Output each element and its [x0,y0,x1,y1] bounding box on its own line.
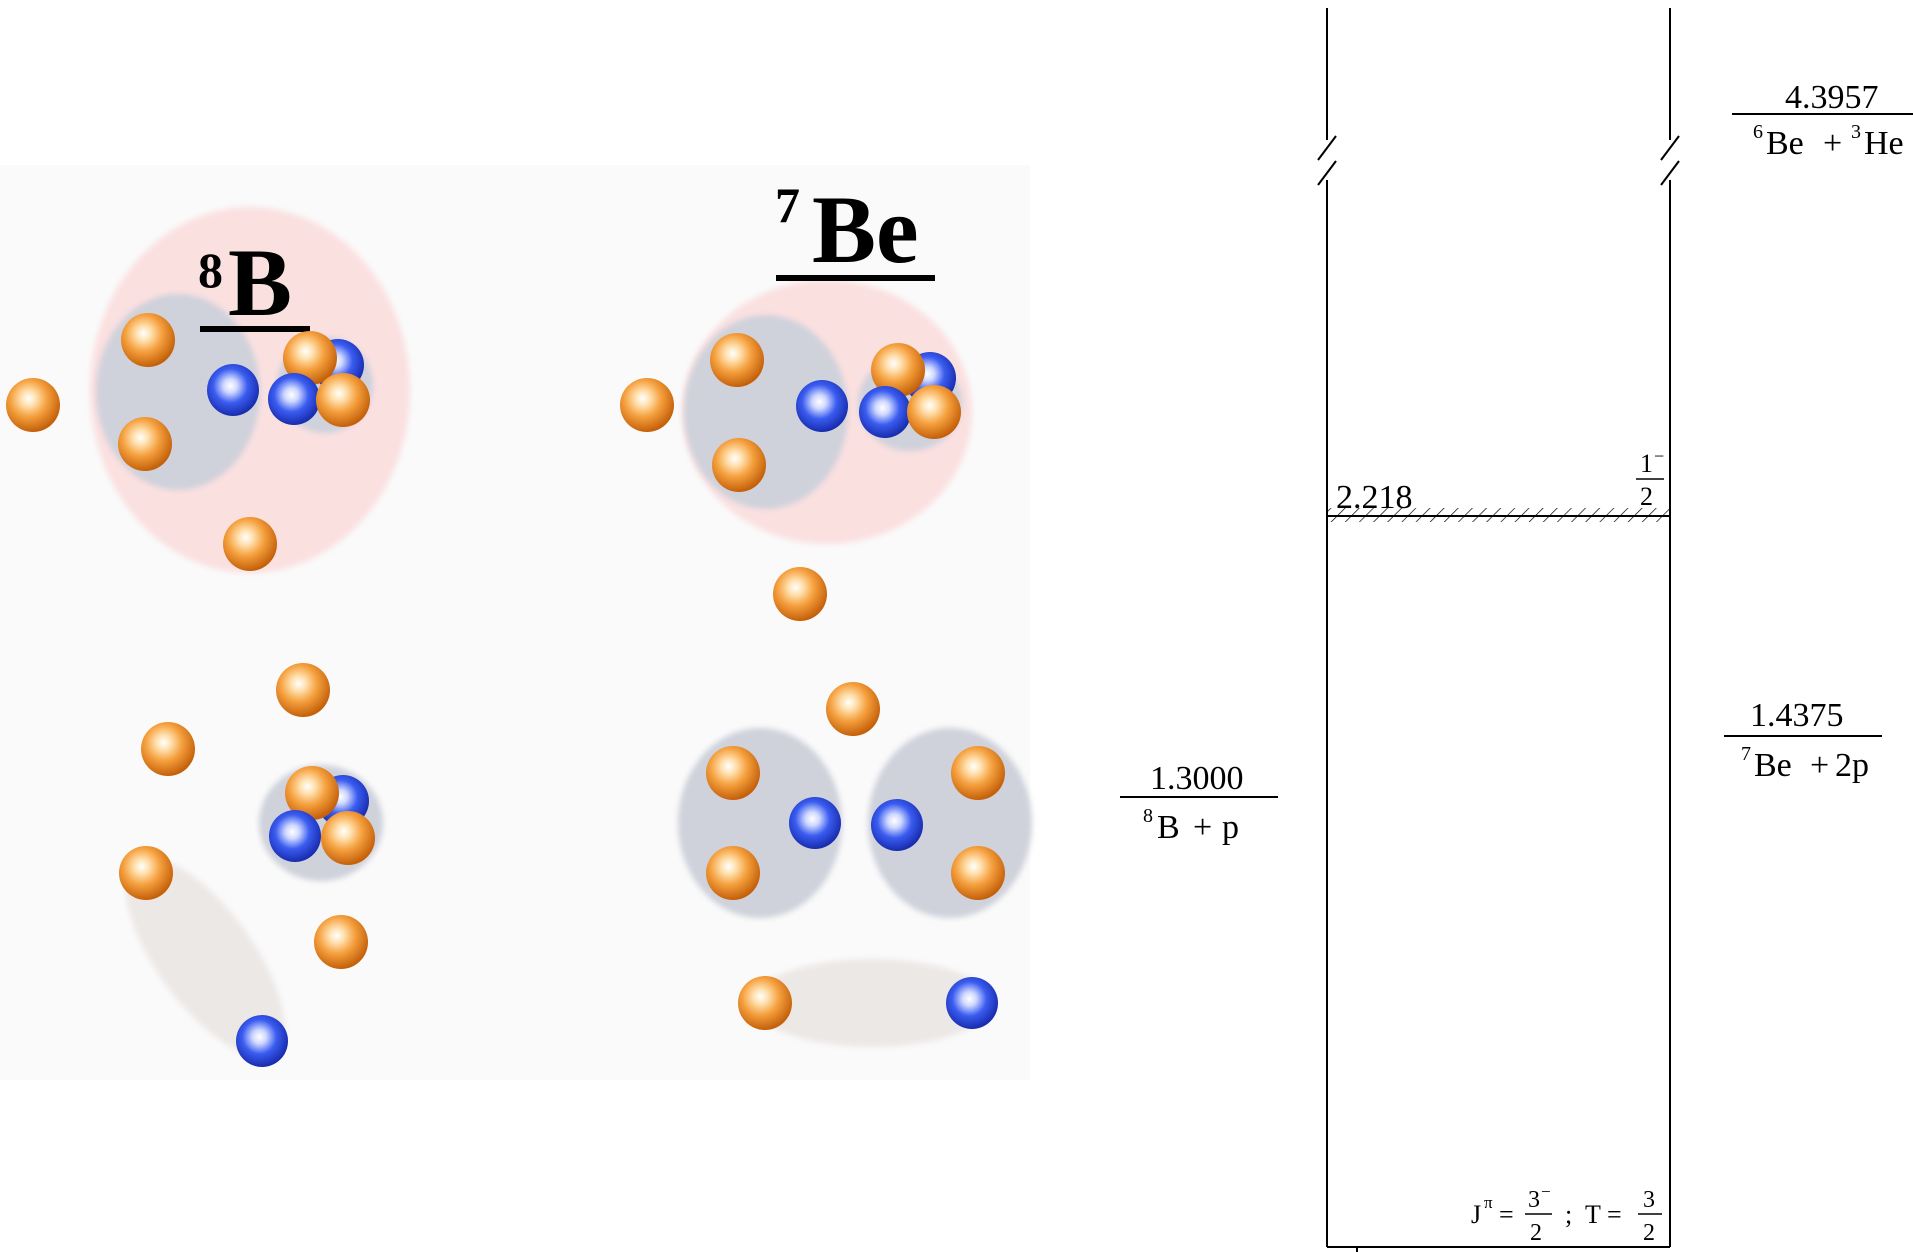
level-scheme-labels: 2.218 1 − 2 J π = 3 − 2 ; T = 3 2 4.3957… [1143,79,1904,1246]
j-label: J [1471,1200,1481,1229]
b8-breakup-proton [141,722,195,776]
be7-breakup-pair-proton [738,976,792,1030]
be7-breakup-pair-neutron [946,977,998,1029]
j-denominator: 2 [1530,1220,1542,1246]
be7-breakup-pn-pair [752,959,992,1047]
threshold-b8-p-plus: + [1193,809,1212,846]
t-denominator: 2 [1643,1220,1655,1246]
threshold-be7-2p-plus: + [1810,747,1829,784]
t-numerator: 3 [1643,1187,1655,1213]
threshold-be7-2p-energy: 1.4375 [1750,697,1844,734]
threshold-b8-p-product: p [1222,809,1239,846]
b8-breakup-proton [314,915,368,969]
j-parity-superscript: π [1484,1193,1493,1212]
be7-breakup-cluster-neutron [871,799,923,851]
be7-halo-proton [620,378,674,432]
be7-symbol: Be [812,176,919,283]
excited-state-spin: 1 − 2 [1636,446,1664,511]
threshold-be7-2p: 1.4375 7 Be + 2p [1741,697,1869,784]
threshold-be6-he3-plus: + [1823,125,1842,162]
b8-cluster-proton [121,313,175,367]
b8-breakup-pn-pair [125,857,285,1057]
b8-halo-proton [6,378,60,432]
b8-symbol: B [228,229,292,336]
be7-cluster-neutron [796,380,848,432]
ground-state-quantum-numbers: J π = 3 − 2 ; T = 3 2 [1471,1182,1662,1246]
t-equals: = [1607,1200,1622,1229]
axis-break-right-top [1660,135,1680,161]
b8-cluster-neutron [207,364,259,416]
threshold-b8-p-symbol: B [1157,809,1180,846]
j-equals: = [1499,1200,1514,1229]
excited-state-energy: 2.218 [1336,479,1413,516]
threshold-b8-p: 1.3000 8 B + p [1143,760,1244,846]
j-numerator-parity: − [1541,1182,1551,1201]
level-scheme [1120,8,1913,1252]
b8-breakup-neutron [269,810,321,862]
b8-breakup-proton [321,811,375,865]
excited-spin-numerator: 1 [1640,449,1653,478]
be7-cluster-proton [871,343,925,397]
b8-breakup-proton [285,766,339,820]
b8-cluster-proton [118,417,172,471]
threshold-be6-he3-energy: 4.3957 [1785,79,1879,116]
j-numerator: 3 [1528,1187,1540,1213]
threshold-be7-2p-symbol: Be [1754,747,1792,784]
b8-cluster-proton [316,373,370,427]
be7-breakup-cluster-proton [706,846,760,900]
threshold-be6-he3-symbol-a: Be [1766,125,1804,162]
b8-breakup-proton [276,663,330,717]
b8-breakup-pair-neutron [236,1015,288,1067]
be7-cluster-proton [710,333,764,387]
excited-spin-parity: − [1654,446,1664,466]
be7-cluster-proton [712,438,766,492]
threshold-be6-he3-symbol-b: He [1864,125,1904,162]
threshold-be7-2p-mass: 7 [1741,743,1751,765]
excited-spin-denominator: 2 [1640,482,1653,511]
axis-break-left-top [1317,135,1337,161]
threshold-be7-2p-products: 2p [1835,747,1869,784]
be7-breakup-proton [826,682,880,736]
be7-mass-number: 7 [775,177,800,233]
threshold-be6-he3-mass-a: 6 [1753,121,1763,143]
threshold-b8-p-energy: 1.3000 [1150,760,1244,797]
b8-cluster-proton [283,331,337,385]
be7-cluster-proton [907,385,961,439]
be7-breakup-cluster-neutron [789,797,841,849]
threshold-be6-he3-mass-b: 3 [1851,121,1861,143]
b8-breakup-pair-proton [119,846,173,900]
b8-mass-number: 8 [198,242,223,298]
be7-breakup-cluster-proton [706,746,760,800]
be7-breakup-cluster-proton [951,746,1005,800]
nucleons [6,313,1005,1067]
threshold-b8-p-mass: 8 [1143,805,1153,827]
axis-break-left-bottom [1317,160,1337,186]
axis-break-right-bottom [1660,160,1680,186]
quantum-number-separator: ; [1565,1200,1572,1229]
be7-cluster-neutron [859,386,911,438]
threshold-be6-he3: 4.3957 6 Be + 3 He [1753,79,1904,162]
b8-cluster-neutron [268,373,320,425]
be7-escaping-proton [773,567,827,621]
t-label: T [1585,1200,1601,1229]
be7-breakup-cluster-proton [951,846,1005,900]
b8-label: 8 B [198,229,310,336]
be7-label: 7 Be [775,176,935,283]
b8-core-proton [223,517,277,571]
